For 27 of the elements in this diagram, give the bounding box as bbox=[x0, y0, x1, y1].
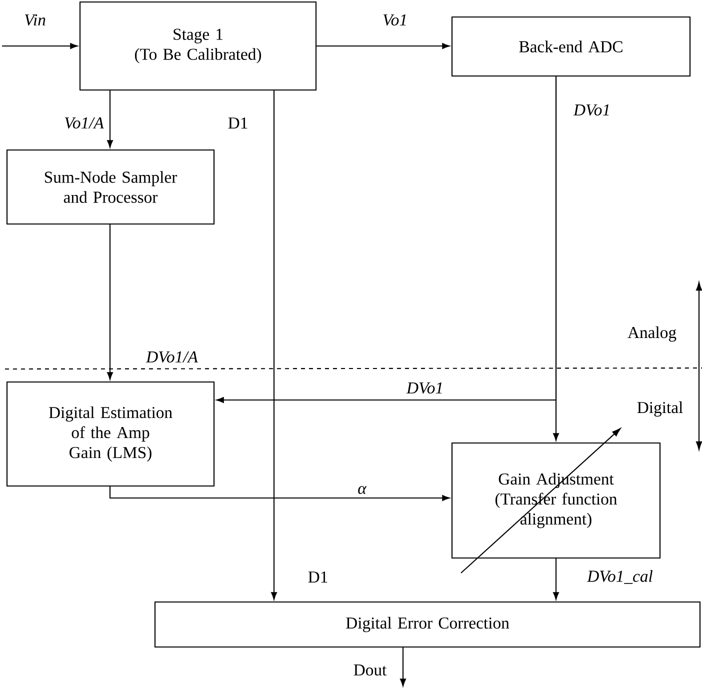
correction-bar: Digital Error Correction bbox=[154, 601, 701, 648]
arrow bbox=[400, 648, 406, 686]
process-box: Sum-Node Sampler and Processor bbox=[6, 149, 215, 225]
edge-label: D1 bbox=[228, 118, 248, 129]
arrow bbox=[216, 76, 557, 403]
arrow bbox=[271, 90, 277, 600]
edge-label: DVo1_cal bbox=[586, 570, 653, 584]
arrow bbox=[107, 224, 113, 380]
edge-label: Dout bbox=[354, 664, 387, 676]
edge-label: α bbox=[358, 486, 367, 494]
arrow bbox=[109, 486, 450, 501]
edge-label: DVo1 bbox=[573, 104, 609, 116]
arrow bbox=[2, 43, 78, 49]
edge-label: Vo1 bbox=[383, 14, 406, 26]
signal-label: D1 bbox=[308, 572, 328, 583]
edge-label: DVo1/A bbox=[146, 351, 198, 363]
arrow bbox=[316, 43, 450, 49]
domain-label: Digital bbox=[637, 401, 683, 417]
process-box: Back-end ADC bbox=[451, 16, 691, 77]
arrow bbox=[553, 558, 559, 600]
arrow bbox=[107, 90, 113, 148]
edge-label: Vo1/A bbox=[64, 117, 104, 129]
edge-label: DVo1 bbox=[406, 382, 442, 394]
edge-label: Vin bbox=[24, 14, 46, 26]
process-box: Stage 1 (To Be Calibrated) bbox=[79, 1, 317, 91]
domain-label: Analog bbox=[628, 326, 676, 342]
process-box: Digital Estimation of the Amp Gain (LMS) bbox=[6, 381, 215, 487]
